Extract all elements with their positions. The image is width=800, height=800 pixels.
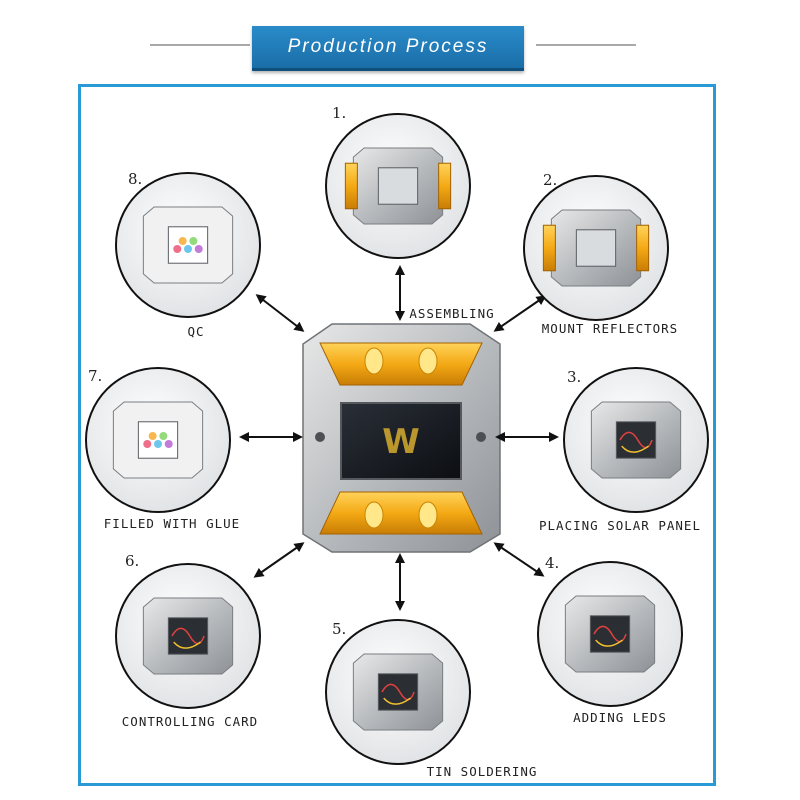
header-divider-left bbox=[150, 44, 250, 46]
step-2-number: 2. bbox=[543, 171, 557, 189]
step-6-label: CONTROLLING CARD bbox=[122, 714, 258, 729]
diagram-frame bbox=[78, 84, 716, 786]
step-6-number: 6. bbox=[125, 552, 139, 570]
step-2-photo bbox=[523, 175, 669, 321]
step-7-photo bbox=[85, 367, 231, 513]
step-2-label: MOUNT REFLECTORS bbox=[542, 321, 678, 336]
connector-arrows bbox=[239, 265, 559, 611]
arrow-step-6 bbox=[253, 542, 305, 578]
step-4-label: ADDING LEDS bbox=[573, 710, 667, 725]
step-1-number: 1. bbox=[332, 104, 346, 122]
step-8-number: 8. bbox=[128, 170, 142, 188]
step-5-number: 5. bbox=[332, 620, 346, 638]
arrow-step-8 bbox=[255, 294, 305, 332]
step-4-photo bbox=[537, 561, 683, 707]
header-divider-right bbox=[536, 44, 636, 46]
step-7-label: FILLED WITH GLUE bbox=[104, 516, 240, 531]
page-title: Production Process bbox=[252, 26, 524, 71]
step-4-number: 4. bbox=[545, 554, 559, 572]
step-1-label: ASSEMBLING bbox=[409, 306, 494, 321]
step-1-photo bbox=[325, 113, 471, 259]
step-8-photo bbox=[115, 172, 261, 318]
arrow-step-4 bbox=[493, 542, 545, 577]
road-stud-product: W bbox=[302, 323, 501, 553]
arrow-step-2 bbox=[493, 295, 547, 332]
step-7-number: 7. bbox=[88, 367, 102, 385]
step-5-photo bbox=[325, 619, 471, 765]
step-5-label: TIN SOLDERING bbox=[427, 764, 538, 779]
step-8-label: QC bbox=[187, 324, 204, 339]
step-3-number: 3. bbox=[567, 368, 581, 386]
step-3-photo bbox=[563, 367, 709, 513]
step-6-photo bbox=[115, 563, 261, 709]
watermark-logo: W bbox=[382, 422, 420, 462]
step-3-label: PLACING SOLAR PANEL bbox=[539, 518, 701, 533]
